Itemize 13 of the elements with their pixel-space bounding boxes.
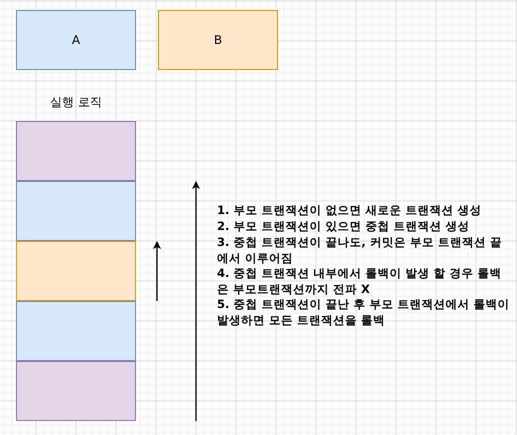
box [16, 361, 136, 421]
box [16, 301, 136, 361]
note-text: 5. 중첩 트랜잭션이 끝난 후 부모 트랜잭션에서 롤백이 발생하면 모든 트랜잭션을 롤백 [217, 297, 510, 328]
box [16, 181, 136, 241]
text-box: B [158, 10, 278, 70]
box [16, 121, 136, 181]
stack-title: 실행 로직 [49, 94, 103, 111]
note-text: 3. 중첩 트랜잭션이 끝나도, 커밋은 부모 트랜잭션 끝에서 이루어짐 [217, 235, 503, 266]
box [16, 241, 136, 301]
text-box: A [16, 10, 136, 70]
note-text: 1. 부모 트랜잭션이 없으면 새로운 트랜잭션 생성 [217, 203, 482, 218]
note-text: 2. 부모 트랜잭션이 있으면 중첩 트랜잭션 생성 [217, 219, 470, 234]
note-text: 4. 중첩 트랜잭션 내부에서 롤백이 발생 할 경우 롤백은 부모트랜잭션까지 전파 X [217, 266, 502, 297]
